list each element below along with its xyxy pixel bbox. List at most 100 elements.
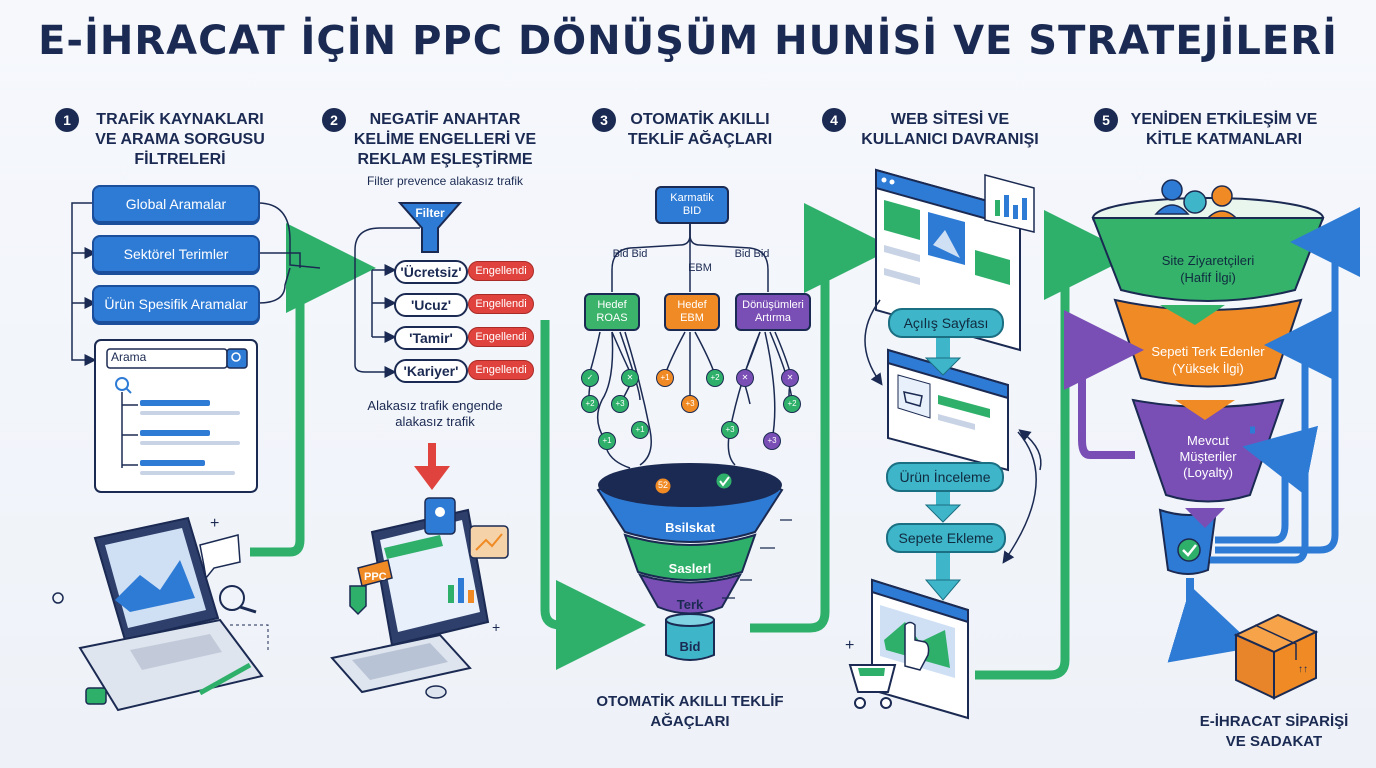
search-input-text: Arama — [111, 350, 147, 364]
step-title-3: OTOMATİK AKILLI TEKLİF AĞAÇLARI — [615, 110, 785, 150]
leaf-node: ✕ — [781, 369, 799, 387]
funnel-layer-label: Bid — [679, 639, 701, 654]
leaf-node: +3 — [763, 432, 781, 450]
blocked-badge: Engellendi — [468, 261, 534, 281]
layer-line: Mevcut — [1187, 433, 1229, 448]
leaf-node: ✓ — [581, 369, 599, 387]
step-title-line: KULLANICI DAVRANIŞI — [861, 131, 1039, 148]
blocked-badge: Engellendi — [468, 294, 534, 314]
stage-add-to-cart: Sepete Ekleme — [886, 523, 1006, 553]
keyword-cheap: 'Ucuz' — [394, 293, 468, 317]
step-title-line: VE ARAMA SORGUSU — [95, 131, 265, 148]
flow-arrow-3-4 — [750, 203, 894, 633]
node-line: Dönüşümleri — [742, 299, 804, 311]
step-title-5: YENİDEN ETKİLEŞİM VE KİTLE KATMANLARI — [1115, 110, 1333, 150]
node-line: EBM — [680, 312, 704, 324]
step-title-line: TRAFİK KAYNAKLARI — [96, 111, 264, 128]
edge-label: EBM — [688, 262, 712, 274]
source-global-searches: Global Aramalar — [92, 185, 260, 223]
node-line: Hedef — [597, 299, 627, 311]
box-icon: ↑↑ — [1233, 613, 1319, 700]
flow-arrow-1-2 — [250, 223, 376, 557]
layer-line: Site Ziyaretçileri — [1161, 253, 1255, 268]
svg-text:↑↑: ↑↑ — [1298, 664, 1308, 675]
svg-text:+: + — [845, 637, 854, 654]
node-line: BID — [682, 205, 702, 217]
irrelevant-traffic-note: Alakasız trafik engende alakasız trafik — [345, 398, 525, 430]
step-title-line: REKLAM EŞLEŞTİRME — [357, 151, 533, 168]
bid-tree-caption: OTOMATİK AKILLI TEKLİF AĞAÇLARI — [570, 692, 810, 732]
step-number-4: 4 — [822, 108, 846, 132]
branch-maximize-conversions: Dönüşümleri Artırma — [735, 293, 811, 331]
leaf-node: ✕ — [621, 369, 639, 387]
layer-line: Sepeti Terk Edenler — [1151, 344, 1265, 359]
step-title-line: WEB SİTESİ VE — [890, 111, 1010, 128]
laptop-illustration: + — [52, 515, 269, 712]
flow-arrow-2-3 — [540, 320, 646, 670]
step-number-3: 3 — [592, 108, 616, 132]
leaf-node: +3 — [611, 395, 629, 413]
step-title-line: NEGATİF ANAHTAR — [369, 111, 521, 128]
blocked-badge: Engellendi — [468, 327, 534, 347]
layer-line: Müşteriler — [1179, 449, 1237, 464]
node-line: Karmatik — [670, 192, 714, 204]
keyword-free: 'Ücretsiz' — [394, 260, 468, 284]
filter-label: Filter — [415, 206, 445, 220]
step-title-2: NEGATİF ANAHTAR KELİME ENGELLERİ VE REKL… — [345, 110, 545, 170]
step-title-line: KELİME ENGELLERİ VE — [353, 131, 537, 148]
note-line: alakasız trafik — [395, 414, 475, 429]
caption-line: AĞAÇLARI — [650, 713, 730, 730]
layer-line: (Yüksek İlgi) — [1172, 361, 1244, 376]
leaf-node: +2 — [783, 395, 801, 413]
leaf-node: +2 — [706, 369, 724, 387]
step-title-line: YENİDEN ETKİLEŞİM VE — [1130, 111, 1318, 128]
edge-label: Bid Bid — [612, 248, 648, 260]
step-title-line: TEKLİF AĞAÇLARI — [627, 131, 773, 148]
step-number-5: 5 — [1094, 108, 1118, 132]
layer-line: (Hafif İlgi) — [1180, 270, 1236, 285]
source-bracket — [71, 202, 321, 366]
keyword-repair: 'Tamir' — [394, 326, 468, 350]
website-flow-arrows — [864, 299, 1042, 601]
funnel-layer-label: Terk — [676, 597, 704, 612]
negative-keyword-filter — [354, 202, 463, 490]
svg-text:+: + — [210, 515, 219, 532]
branch-target-roas: Hedef ROAS — [584, 293, 640, 331]
stage-landing-page: Açılış Sayfası — [888, 308, 1004, 338]
keyword-career: 'Kariyer' — [394, 359, 468, 383]
step-title-4: WEB SİTESİ VE KULLANICI DAVRANIŞI — [845, 110, 1055, 150]
stage-product-view: Ürün İnceleme — [886, 462, 1004, 492]
edge-label: Bid Bid — [734, 248, 770, 260]
leaf-node: +3 — [721, 421, 739, 439]
funnel-layer-label: Saslerl — [668, 561, 712, 576]
caption-line: OTOMATİK AKILLI TEKLİF — [596, 693, 784, 710]
branch-target-cpa: Hedef EBM — [664, 293, 720, 331]
leaf-node: +3 — [681, 395, 699, 413]
layer-cart-abandoners: Sepeti Terk Edenler (Yüksek İlgi) — [1128, 343, 1288, 377]
page-title: E-İHRACAT İÇİN PPC DÖNÜŞÜM HUNİSİ VE STR… — [38, 18, 1338, 64]
root-bid-node: Karmatik BID — [655, 186, 729, 224]
source-product-searches: Ürün Spesifik Aramalar — [92, 285, 260, 323]
leaf-node: +1 — [598, 432, 616, 450]
note-line: Alakasız trafik engende — [367, 398, 503, 413]
caption-line: E-İHRACAT SİPARİŞİ — [1199, 713, 1349, 730]
blocked-badge: Engellendi — [468, 360, 534, 380]
leaf-node: +2 — [581, 395, 599, 413]
funnel-layer-label: Bsilskat — [665, 520, 715, 535]
flow-arrow-4-5 — [975, 210, 1134, 680]
outcome-caption: E-İHRACAT SİPARİŞİ VE SADAKAT — [1180, 712, 1368, 752]
search-results-window — [94, 339, 258, 493]
step-number-1: 1 — [55, 108, 79, 132]
layer-existing-customers: Mevcut Müşteriler (Loyalty) — [1148, 433, 1268, 481]
leaf-node: +1 — [656, 369, 674, 387]
caption-line: VE SADAKAT — [1225, 733, 1323, 750]
step-title-line: KİTLE KATMANLARI — [1145, 131, 1303, 148]
conversion-funnel — [596, 463, 792, 661]
svg-text:PPC: PPC — [364, 571, 387, 583]
step-title-line: FİLTRELERİ — [134, 151, 226, 168]
website-windows: + — [845, 168, 1035, 720]
leaf-node: +1 — [631, 421, 649, 439]
step-title-1: TRAFİK KAYNAKLARI VE ARAMA SORGUSU FİLTR… — [80, 110, 280, 170]
leaf-node: ✕ — [736, 369, 754, 387]
